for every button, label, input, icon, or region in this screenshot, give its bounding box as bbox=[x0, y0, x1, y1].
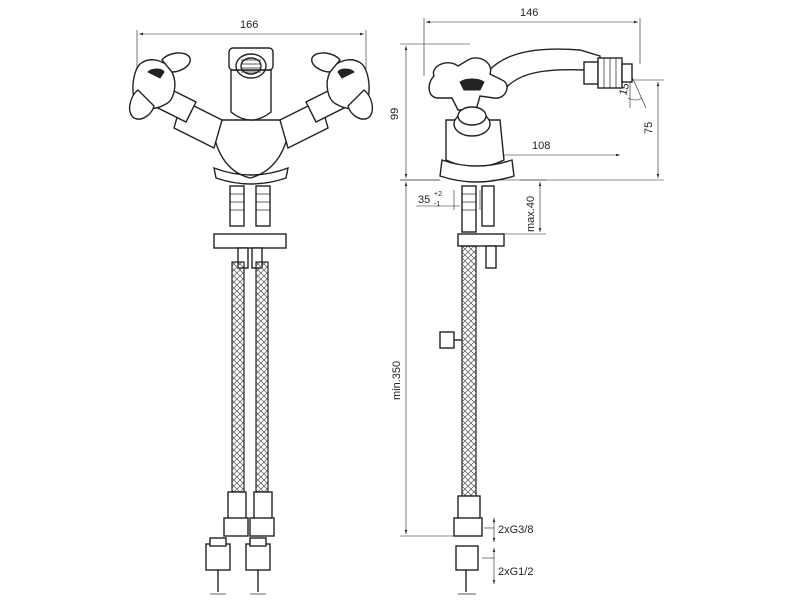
side-threaded-stems bbox=[457, 185, 505, 269]
front-mounting-plate bbox=[213, 233, 287, 269]
side-braided-hose bbox=[439, 245, 483, 595]
side-view: 146 99 75 15° 108 bbox=[389, 7, 664, 595]
side-hole-tol-minus: -1 bbox=[434, 201, 440, 208]
tap-body bbox=[211, 47, 291, 185]
right-cross-handle bbox=[279, 52, 374, 150]
front-view: 166 bbox=[128, 19, 374, 595]
side-hose-length-dimension: min.350 bbox=[391, 179, 460, 537]
side-hose-length-label: min.350 bbox=[391, 361, 403, 400]
side-hole-dimension: 35 +2 -1 bbox=[416, 190, 481, 210]
front-supply-fittings bbox=[205, 537, 271, 595]
side-depth-label: 146 bbox=[520, 7, 538, 19]
side-depth-dimension: 146 bbox=[423, 7, 641, 76]
side-deck-thickness-label: max.40 bbox=[525, 196, 537, 232]
side-deck-thickness-dimension: max.40 bbox=[492, 179, 546, 235]
side-hole-tol-plus: +2 bbox=[434, 191, 442, 198]
side-reach-label: 108 bbox=[532, 140, 550, 152]
side-tap-body bbox=[428, 48, 633, 183]
side-spout-height-label: 75 bbox=[643, 122, 655, 134]
side-spout-height-dimension: 75 bbox=[520, 79, 664, 181]
side-hole-label: 35 bbox=[418, 194, 430, 206]
side-thread-callouts: 2xG3/8 2xG1/2 bbox=[482, 518, 533, 584]
hose-thread-label: 2xG3/8 bbox=[498, 524, 533, 536]
left-cross-handle bbox=[128, 52, 223, 150]
side-height-label: 99 bbox=[389, 108, 401, 120]
front-braided-hoses bbox=[223, 261, 275, 537]
supply-thread-label: 2xG1/2 bbox=[498, 566, 533, 578]
front-width-label: 166 bbox=[240, 19, 258, 31]
front-threaded-stems bbox=[229, 185, 271, 227]
